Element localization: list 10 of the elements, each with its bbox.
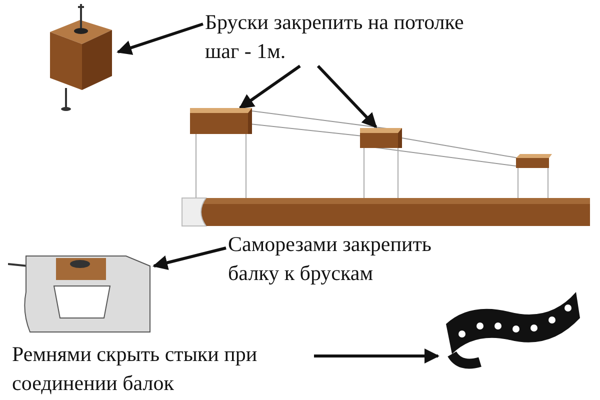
wood-block	[190, 108, 252, 134]
arrow	[316, 64, 378, 128]
callout-text: Саморезами закрепить балку к брускам	[228, 230, 478, 288]
callout-text: Бруски закрепить на потолке шаг - 1м.	[205, 8, 495, 66]
arrow	[152, 246, 226, 270]
callout-text: Ремнями скрыть стыки при соединении балок	[12, 340, 312, 398]
arrow	[314, 348, 440, 364]
wood-block	[360, 128, 402, 148]
arrow	[116, 22, 204, 55]
arrow	[238, 64, 301, 110]
